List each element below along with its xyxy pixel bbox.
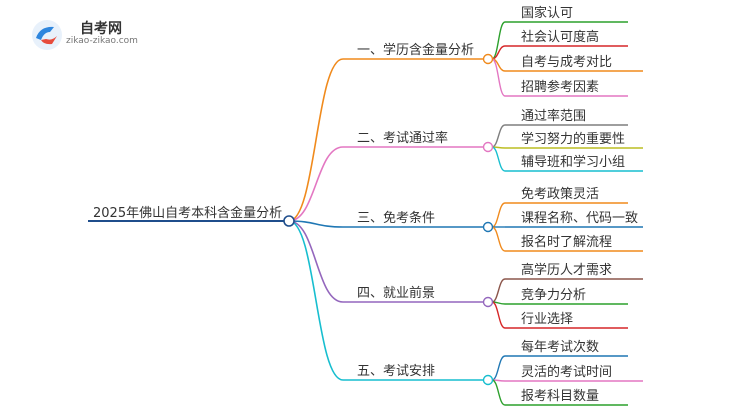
child-topic: 辅导班和学习小组: [521, 154, 625, 170]
branch-label: 五、考试安排: [357, 364, 435, 379]
child-topic: 国家认可: [521, 5, 573, 21]
child-connector: [491, 202, 506, 228]
branch-node[interactable]: [482, 296, 494, 308]
child-topic: 通过率范围: [521, 108, 586, 124]
logo-icon: [32, 20, 62, 50]
child-topic: 社会认可度高: [521, 29, 599, 45]
child-topic: 灵活的考试时间: [521, 364, 612, 380]
child-topic: 报考科目数量: [521, 389, 599, 404]
child-connector: [491, 124, 506, 148]
branch-node[interactable]: [482, 53, 494, 65]
branch-connector: [288, 220, 344, 303]
branch-connector: [288, 220, 344, 228]
branch-connector: [288, 146, 344, 222]
child-topic: 每年考试次数: [521, 339, 599, 355]
child-topic: 招聘参考因素: [521, 79, 599, 95]
branch-connector: [288, 58, 344, 222]
branch-label: 二、考试通过率: [357, 130, 448, 146]
branch-connector: [288, 220, 344, 381]
root-node[interactable]: [283, 215, 295, 227]
child-topic: 自考与成考对比: [521, 55, 612, 70]
child-connector: [491, 58, 506, 97]
child-connector: [491, 278, 506, 303]
child-topic: 课程名称、代码一致: [521, 210, 638, 226]
child-connector: [491, 301, 506, 329]
child-connector: [491, 146, 506, 172]
child-topic: 高学历人才需求: [521, 262, 612, 278]
child-connector: [491, 355, 506, 381]
child-connector: [491, 379, 506, 406]
child-topic: 学习努力的重要性: [521, 131, 625, 147]
child-topic: 报名时了解流程: [521, 234, 612, 250]
branch-node[interactable]: [482, 141, 494, 153]
child-topic: 免考政策灵活: [521, 186, 599, 202]
logo-subtitle: zikao-zikao.com: [66, 36, 138, 46]
branch-node[interactable]: [482, 221, 494, 233]
logo-title: 自考网: [80, 21, 122, 37]
root-topic: 2025年佛山自考本科含金量分析: [93, 205, 282, 221]
child-topic: 行业选择: [521, 312, 573, 327]
child-topic: 竞争力分析: [521, 287, 586, 303]
child-connector: [491, 226, 506, 252]
branch-label: 四、就业前景: [357, 285, 435, 301]
branch-label: 三、免考条件: [357, 210, 435, 226]
branch-node[interactable]: [482, 374, 494, 386]
branch-label: 一、学历含金量分析: [357, 42, 474, 58]
